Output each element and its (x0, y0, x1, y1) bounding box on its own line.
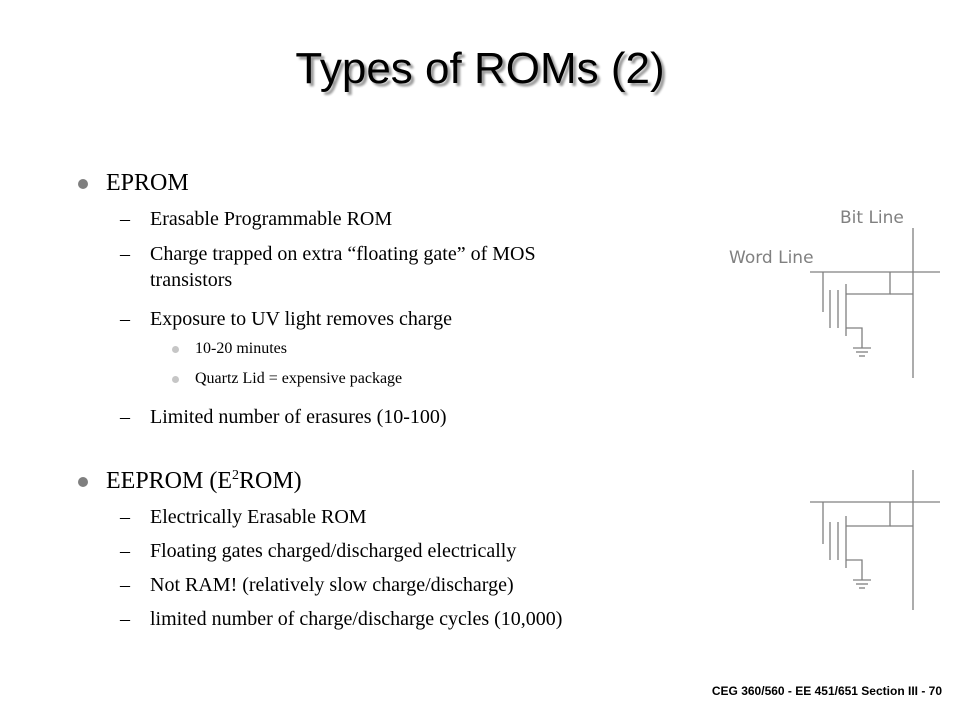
drain-lead (846, 502, 891, 527)
bullet-dot-icon (78, 477, 88, 488)
slide-footer: CEG 360/560 - EE 451/651 Section III - 7… (711, 684, 942, 698)
eeprom-cell-schematic (810, 470, 940, 610)
drain-lead (846, 272, 891, 295)
list-item: –Not RAM! (relatively slow charge/discha… (120, 574, 514, 596)
bullet-eprom: EPROM (78, 170, 189, 197)
word-line-label: Word Line (729, 248, 814, 268)
eprom-cell-schematic (810, 228, 940, 378)
list-item: –Charge trapped on extra “floating gate”… (120, 241, 640, 293)
list-item: –Exposure to UV light removes charge (120, 308, 452, 330)
list-item: –Limited number of erasures (10-100) (120, 406, 447, 428)
source-lead (846, 559, 863, 580)
source-lead (846, 327, 863, 348)
list-item: –Erasable Programmable ROM (120, 208, 393, 230)
bullet-heading: EPROM (106, 170, 189, 196)
list-item: –limited number of charge/discharge cycl… (120, 608, 563, 630)
sub-list-item: Quartz Lid = expensive package (172, 370, 402, 388)
list-item-continuation: transistors (150, 269, 233, 291)
bullet-eeprom: EEPROM (E2ROM) (78, 468, 302, 495)
sub-list-item: 10-20 minutes (172, 340, 287, 358)
bullet-dot-icon (78, 179, 88, 190)
sub-bullet-dot-icon (172, 345, 179, 353)
list-item: –Floating gates charged/discharged elect… (120, 540, 517, 562)
bit-line-label: Bit Line (840, 208, 904, 228)
sub-bullet-dot-icon (172, 375, 179, 383)
slide-title: Types of ROMs (2) (295, 44, 665, 93)
list-item: –Electrically Erasable ROM (120, 506, 367, 528)
